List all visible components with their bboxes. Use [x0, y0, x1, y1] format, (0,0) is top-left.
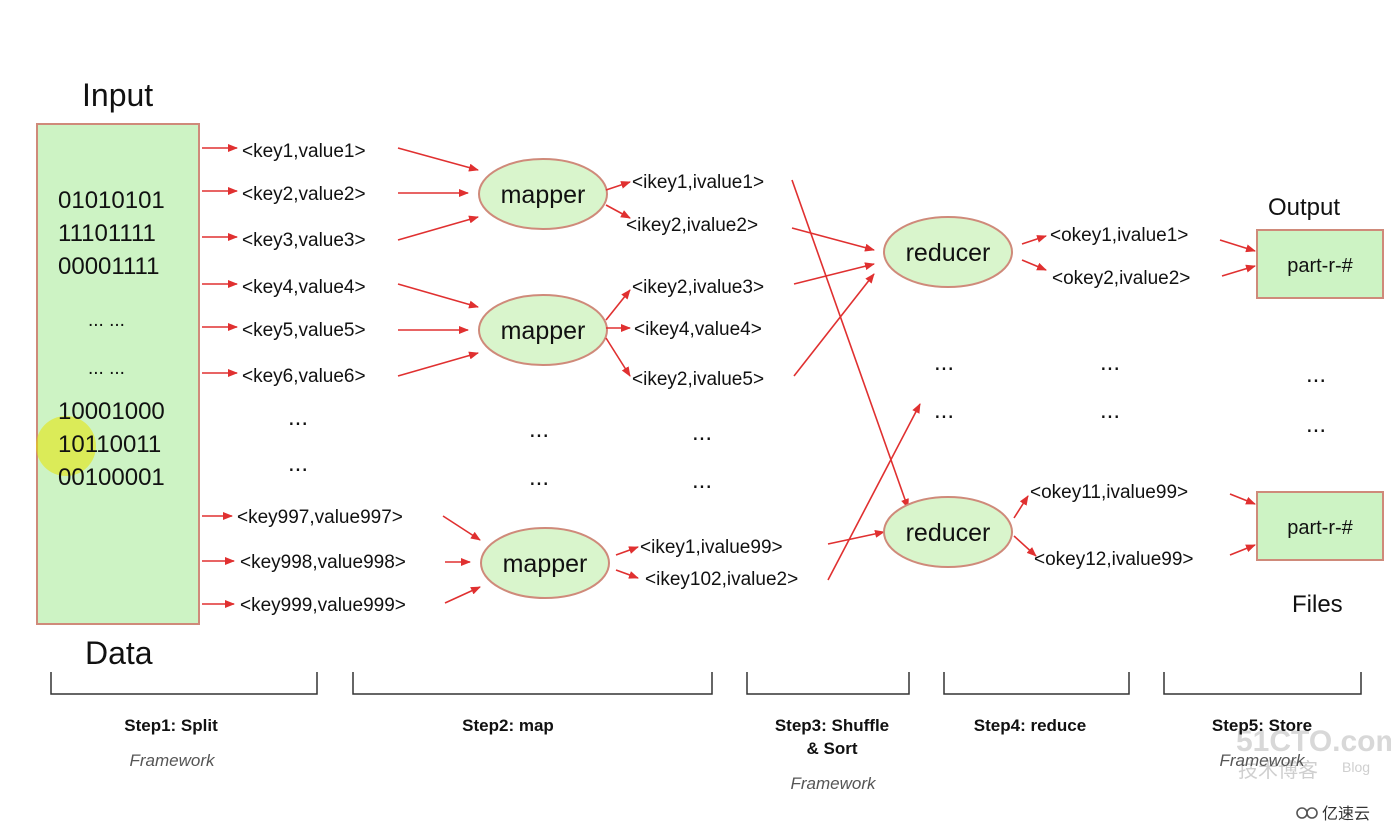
reducer-node	[883, 496, 1013, 568]
binary-line: 10001000	[58, 398, 165, 425]
intermediate-pair: <ikey2,ivalue2>	[626, 215, 758, 236]
brand-cloud-icon	[1296, 807, 1318, 819]
input-pair: <key2,value2>	[242, 184, 366, 205]
store-arrows	[1219, 239, 1256, 556]
ellipsis: ...	[934, 349, 954, 376]
map-input-arrows	[397, 147, 481, 604]
intermediate-pair: <ikey2,ivalue3>	[632, 277, 764, 298]
binary-line: 11101111	[58, 220, 156, 247]
output-pair: <okey1,ivalue1>	[1050, 225, 1188, 246]
shuffle-arrows	[791, 179, 921, 581]
input-pair: <key6,value6>	[242, 366, 366, 387]
step-brackets	[50, 672, 1362, 695]
split-arrows	[202, 144, 238, 608]
output-pair: <okey2,ivalue2>	[1052, 268, 1190, 289]
step-label: Step5: Store	[1212, 716, 1312, 735]
output-file-box	[1256, 229, 1384, 299]
ellipsis: ...	[288, 404, 308, 431]
ellipsis: ...	[288, 450, 308, 477]
step-label: Step3: Shuffle	[775, 716, 889, 735]
step-label: Step2: map	[462, 716, 554, 735]
reduce-output-arrows	[1013, 235, 1047, 557]
binary-ellipsis: ... ...	[88, 310, 125, 331]
ellipsis: ...	[1306, 361, 1326, 388]
binary-line: 00100001	[58, 464, 165, 491]
input-pair: <key997,value997>	[237, 507, 403, 528]
binary-line: 00001111	[58, 253, 159, 280]
intermediate-pair: <ikey1,ivalue1>	[632, 172, 764, 193]
step-label: & Sort	[807, 739, 858, 758]
step-label: Step4: reduce	[974, 716, 1086, 735]
output-pair: <okey12,ivalue99>	[1034, 549, 1194, 570]
ellipsis: ...	[529, 464, 549, 491]
framework-label: Framework	[129, 751, 216, 770]
intermediate-pair: <ikey4,value4>	[634, 319, 762, 340]
data-label: Data	[85, 635, 153, 671]
ellipsis: ...	[692, 419, 712, 446]
input-pair: <key998,value998>	[240, 552, 406, 573]
output-pair: <okey11,ivalue99>	[1030, 482, 1188, 503]
map-output-arrows	[605, 181, 639, 579]
input-pair: <key1,value1>	[242, 141, 366, 162]
mapper-label: mapper	[503, 550, 588, 578]
mapper-node	[480, 527, 610, 599]
input-pair: <key3,value3>	[242, 230, 366, 251]
framework-label: Framework	[1219, 751, 1306, 770]
intermediate-pair: <ikey2,ivalue5>	[632, 369, 764, 390]
output-file-label: part-r-#	[1287, 517, 1353, 539]
input-pair: <key999,value999>	[240, 595, 406, 616]
binary-ellipsis: ... ...	[88, 358, 125, 379]
ellipsis: ...	[1306, 411, 1326, 438]
input-pair: <key5,value5>	[242, 320, 366, 341]
watermark-sub: 技术博客	[1238, 759, 1318, 782]
ellipsis: ...	[1100, 349, 1120, 376]
watermark: 51CTO.com	[1236, 725, 1391, 758]
binary-line: 10110011	[58, 431, 161, 458]
reducer-label: reducer	[906, 239, 991, 267]
brand-text: 亿速云	[1322, 805, 1370, 823]
reducer-node	[883, 216, 1013, 288]
input-title: Input	[82, 77, 153, 113]
brand-logo: 亿速云	[1296, 805, 1370, 823]
intermediate-pair: <ikey102,ivalue2>	[645, 569, 798, 590]
framework-label: Framework	[790, 774, 877, 793]
binary-line: 01010101	[58, 187, 165, 214]
cursor-highlight	[36, 416, 96, 476]
mapper-node	[478, 294, 608, 366]
mapper-label: mapper	[501, 317, 586, 345]
output-file-label: part-r-#	[1287, 255, 1353, 277]
reducer-label: reducer	[906, 519, 991, 547]
ellipsis: ...	[692, 467, 712, 494]
intermediate-pair: <ikey1,ivalue99>	[640, 537, 783, 558]
mapper-label: mapper	[501, 181, 586, 209]
files-label: Files	[1292, 591, 1343, 618]
mapper-node	[478, 158, 608, 230]
input-data-box	[36, 123, 200, 625]
ellipsis: ...	[1100, 397, 1120, 424]
output-title: Output	[1268, 194, 1340, 221]
step-label: Step1: Split	[124, 716, 218, 735]
input-pair: <key4,value4>	[242, 277, 366, 298]
watermark-blog: Blog	[1342, 759, 1370, 775]
ellipsis: ...	[529, 416, 549, 443]
output-file-box	[1256, 491, 1384, 561]
ellipsis: ...	[934, 397, 954, 424]
